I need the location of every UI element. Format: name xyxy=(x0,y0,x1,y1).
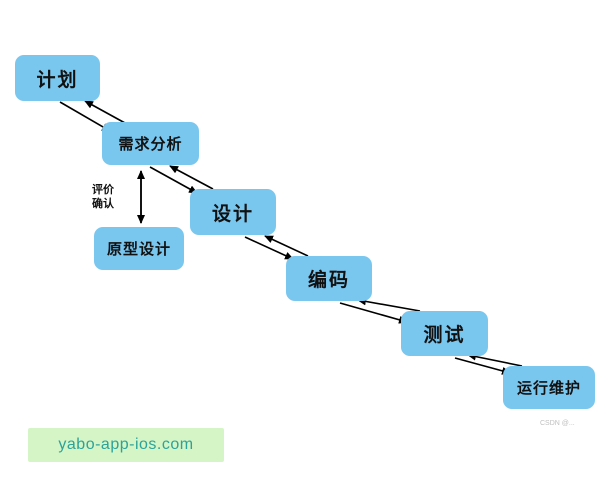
arrow-testing-to-maintenance xyxy=(454,357,511,375)
arrow-requirements-to-plan xyxy=(84,100,126,124)
arrow-coding-to-testing xyxy=(339,302,408,324)
node-requirements-analysis: 需求分析 xyxy=(102,122,199,165)
arrow-maintenance-to-testing xyxy=(467,352,523,367)
edge-label-line1: 评价 xyxy=(92,184,114,196)
edge-label-line2: 确认 xyxy=(92,198,114,210)
node-coding: 编码 xyxy=(286,256,372,301)
arrow-testing-to-coding xyxy=(357,297,421,312)
node-design: 设计 xyxy=(190,189,276,235)
arrow-coding-to-design xyxy=(264,235,309,257)
arrow-design-to-requirements xyxy=(169,165,214,190)
corner-watermark: CSDN @... xyxy=(540,420,575,427)
edge-label-evaluate-confirm: 评价 确认 xyxy=(92,183,136,211)
node-testing: 测试 xyxy=(401,311,488,356)
arrow-requirements-to-design xyxy=(149,166,198,194)
node-operation-maintenance: 运行维护 xyxy=(503,366,595,409)
arrow-design-to-coding xyxy=(244,236,294,260)
node-prototype-design: 原型设计 xyxy=(94,227,184,270)
node-plan: 计划 xyxy=(15,55,100,101)
site-watermark: yabo-app-ios.com xyxy=(28,428,224,462)
